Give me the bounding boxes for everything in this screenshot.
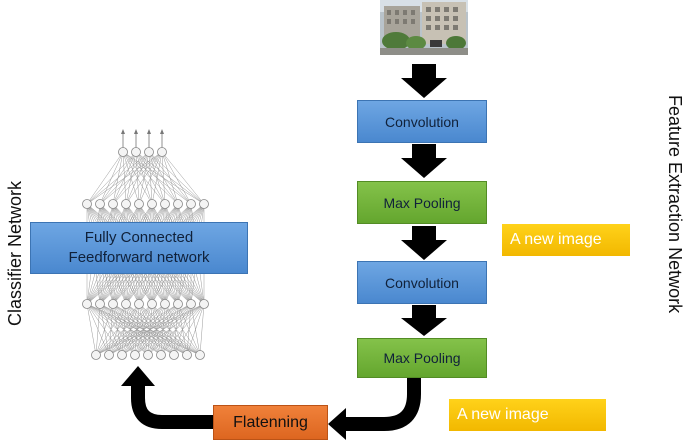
convolution-box-1: Convolution bbox=[357, 100, 487, 143]
neuron-node bbox=[131, 147, 141, 157]
network-connection bbox=[147, 303, 205, 356]
arrow-down-icon bbox=[401, 305, 447, 336]
neuron-node bbox=[130, 350, 140, 360]
network-connection bbox=[112, 151, 163, 205]
network-connection bbox=[161, 151, 192, 205]
curve-arrow-to-network bbox=[131, 384, 214, 429]
network-connection bbox=[95, 303, 140, 356]
network-connection bbox=[161, 151, 205, 205]
max-pooling-box-1: Max Pooling bbox=[357, 181, 487, 224]
input-image-icon bbox=[380, 0, 468, 55]
arrow-down-icon bbox=[401, 226, 447, 260]
network-connection bbox=[199, 303, 205, 356]
network-connection bbox=[134, 303, 205, 356]
network-connection bbox=[95, 303, 166, 356]
network-connection bbox=[138, 151, 163, 205]
network-connection bbox=[95, 303, 192, 356]
network-connection bbox=[86, 151, 124, 205]
network-connection bbox=[95, 303, 153, 356]
neuron-node bbox=[157, 147, 167, 157]
neuron-node bbox=[82, 299, 92, 309]
neuron-node bbox=[195, 350, 205, 360]
neuron-node bbox=[134, 199, 144, 209]
neuron-node bbox=[160, 299, 170, 309]
network-connection bbox=[151, 151, 163, 205]
arrow-up-icon bbox=[121, 366, 155, 386]
network-connection bbox=[95, 303, 179, 356]
network-connection bbox=[108, 303, 205, 356]
output-arrow-icon bbox=[160, 129, 164, 134]
neuron-node bbox=[156, 350, 166, 360]
arrow-down-icon bbox=[401, 144, 447, 178]
neuron-node bbox=[173, 299, 183, 309]
network-connection bbox=[95, 303, 127, 356]
neuron-node bbox=[82, 199, 92, 209]
neuron-node bbox=[186, 199, 196, 209]
neuron-node bbox=[121, 199, 131, 209]
network-connection bbox=[95, 303, 114, 356]
curve-arrow-to-flattening bbox=[344, 376, 421, 431]
output-arrow-icon bbox=[134, 129, 138, 134]
neuron-node bbox=[169, 350, 179, 360]
neuron-node bbox=[182, 350, 192, 360]
neuron-node bbox=[134, 299, 144, 309]
neuron-node bbox=[118, 147, 128, 157]
network-connection bbox=[125, 151, 163, 205]
neuron-node bbox=[160, 199, 170, 209]
fully-connected-line2: Feedforward network bbox=[68, 249, 210, 266]
network-connection bbox=[121, 303, 205, 356]
new-image-callout-2: A new image bbox=[449, 399, 606, 431]
max-pooling-box-2: Max Pooling bbox=[357, 338, 487, 378]
neuron-node bbox=[117, 350, 127, 360]
neuron-node bbox=[108, 299, 118, 309]
neuron-node bbox=[143, 350, 153, 360]
neuron-node bbox=[95, 199, 105, 209]
down-arrows bbox=[401, 64, 447, 336]
fully-connected-line1: Fully Connected bbox=[84, 229, 194, 246]
neuron-node bbox=[199, 199, 209, 209]
output-arrow-icon bbox=[121, 129, 125, 134]
convolution-box-2: Convolution bbox=[357, 261, 487, 304]
network-connection bbox=[86, 151, 163, 205]
flattening-box: Flatenning bbox=[213, 405, 328, 440]
network-connection bbox=[161, 151, 166, 205]
arrow-left-icon bbox=[328, 408, 346, 440]
neuron-node bbox=[104, 350, 114, 360]
neuron-node bbox=[173, 199, 183, 209]
neuron-node bbox=[199, 299, 209, 309]
network-connection bbox=[86, 303, 97, 356]
neuron-node bbox=[147, 199, 157, 209]
arrow-down-icon bbox=[401, 64, 447, 98]
network-connection bbox=[99, 151, 163, 205]
neuron-node bbox=[147, 299, 157, 309]
network-connection bbox=[95, 303, 101, 356]
output-arrow-icon bbox=[147, 129, 151, 134]
fully-connected-box: Fully Connected Feedforward network bbox=[30, 222, 248, 274]
network-connection bbox=[173, 303, 205, 356]
feature-extraction-network-label: Feature Extraction Network bbox=[665, 95, 685, 314]
classifier-network-label: Classifier Network bbox=[5, 180, 25, 326]
neuron-node bbox=[95, 299, 105, 309]
neuron-node bbox=[108, 199, 118, 209]
neuron-node bbox=[91, 350, 101, 360]
neuron-node bbox=[186, 299, 196, 309]
network-connection bbox=[186, 303, 205, 356]
neuron-node bbox=[121, 299, 131, 309]
network-connection bbox=[95, 303, 205, 356]
new-image-callout-1: A new image bbox=[502, 224, 630, 256]
network-connection bbox=[161, 151, 179, 205]
neuron-node bbox=[144, 147, 154, 157]
network-connection bbox=[86, 151, 150, 205]
network-connection bbox=[160, 303, 205, 356]
network-connection bbox=[86, 151, 137, 205]
